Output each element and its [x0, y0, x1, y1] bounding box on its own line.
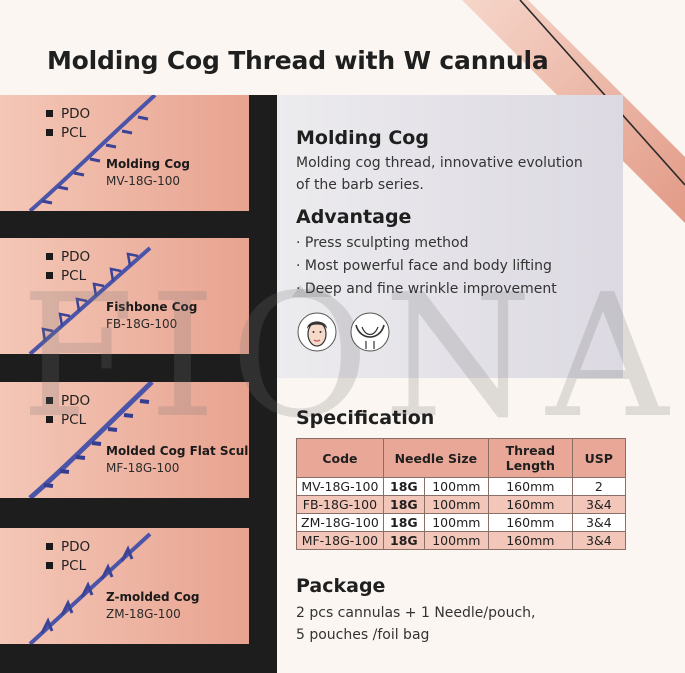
bullet-square-icon — [46, 271, 53, 279]
product-code: MF-18G-100 — [106, 461, 180, 475]
molding-cog-thread-icon — [28, 95, 157, 211]
material-item: PCL — [46, 557, 90, 576]
product-code: MV-18G-100 — [106, 174, 180, 188]
material-item: PDO — [46, 538, 90, 557]
bullet-square-icon — [46, 128, 53, 136]
bullet-square-icon — [46, 396, 53, 404]
package-heading: Package — [296, 575, 386, 597]
fishbone-cog-thread-icon — [28, 246, 152, 354]
bullet-square-icon — [46, 542, 53, 550]
bullet-square-icon — [46, 252, 53, 260]
molded-cog-flat-sculpt-thread-icon — [28, 382, 154, 498]
product-card-z-molded-cog: PDO PCL Z-molded Cog ZM-18G-100 — [0, 528, 249, 644]
column-header-code: Code — [296, 438, 384, 478]
product-name: Molded Cog Flat Sculpt — [106, 444, 249, 458]
product-card-fishbone-cog: PDO PCL Fishbone Cog FB-18G-100 — [0, 238, 249, 354]
bullet-square-icon — [46, 109, 53, 117]
advantage-item: · Press sculpting method — [296, 235, 469, 251]
material-list: PDO PCL — [46, 248, 90, 286]
z-molded-cog-thread-icon — [28, 532, 152, 644]
specification-table: Code Needle Size Thread Length USP MV-18… — [296, 438, 626, 550]
product-card-molding-cog: PDO PCL Molding Cog MV-18G-100 — [0, 95, 249, 211]
material-item: PDO — [46, 105, 90, 124]
advantage-item: · Most powerful face and body lifting — [296, 258, 552, 274]
product-name: Molding Cog — [106, 157, 190, 171]
material-item: PDO — [46, 392, 90, 411]
material-list: PDO PCL — [46, 538, 90, 576]
column-header-needle-size: Needle Size — [382, 438, 489, 478]
table-header-row: Code Needle Size Thread Length USP — [296, 438, 626, 478]
column-header-usp: USP — [571, 438, 626, 478]
molding-cog-description: Molding cog thread, innovative evolution… — [296, 155, 583, 193]
neck-lift-icon — [350, 312, 390, 352]
material-item: PCL — [46, 124, 90, 143]
product-name: Fishbone Cog — [106, 300, 198, 314]
product-card-molded-cog-flat-sculpt: PDO PCL Molded Cog Flat Sculpt MF-18G-10… — [0, 382, 249, 498]
table-row: MF-18G-100 18G 100mm 160mm 3&4 — [296, 531, 626, 550]
material-list: PDO PCL — [46, 392, 90, 430]
page-title: Molding Cog Thread with W cannula — [47, 46, 549, 75]
package-description: 2 pcs cannulas + 1 Needle/pouch, 5 pouch… — [296, 605, 536, 643]
advantage-item: · Deep and fine wrinkle improvement — [296, 281, 557, 297]
product-code: ZM-18G-100 — [106, 607, 181, 621]
product-code: FB-18G-100 — [106, 317, 178, 331]
material-list: PDO PCL — [46, 105, 90, 143]
product-name: Z-molded Cog — [106, 590, 200, 604]
material-item: PCL — [46, 267, 90, 286]
table-row: MV-18G-100 18G 100mm 160mm 2 — [296, 477, 626, 496]
specification-heading: Specification — [296, 407, 435, 429]
column-header-thread-length: Thread Length — [487, 438, 573, 478]
bullet-square-icon — [46, 415, 53, 423]
advantage-heading: Advantage — [296, 206, 412, 228]
table-row: ZM-18G-100 18G 100mm 160mm 3&4 — [296, 513, 626, 532]
table-row: FB-18G-100 18G 100mm 160mm 3&4 — [296, 495, 626, 514]
molding-cog-heading: Molding Cog — [296, 127, 429, 149]
material-item: PDO — [46, 248, 90, 267]
bullet-square-icon — [46, 561, 53, 569]
material-item: PCL — [46, 411, 90, 430]
face-lift-icon — [297, 312, 337, 352]
